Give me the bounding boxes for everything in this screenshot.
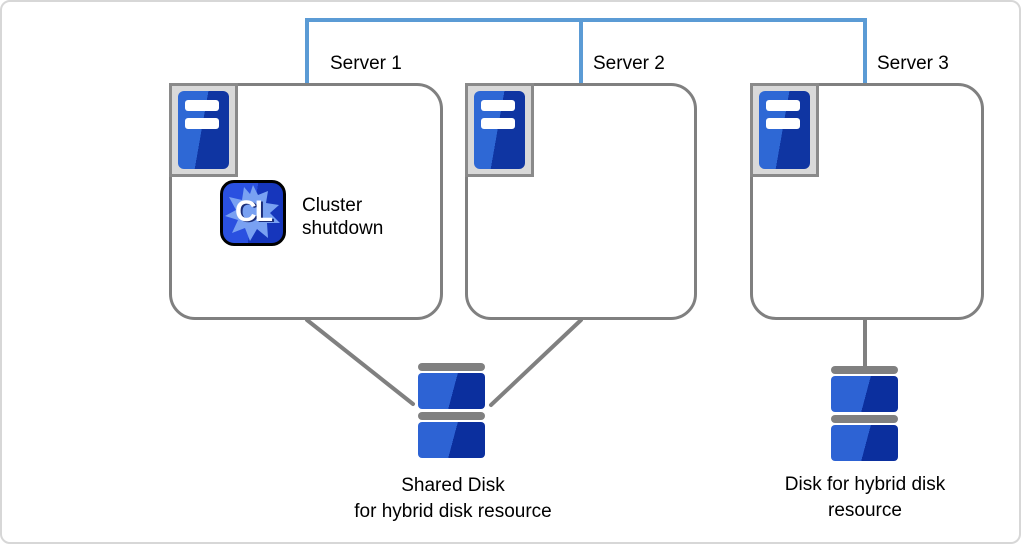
server2-label: Server 2 (593, 53, 665, 74)
interconnect-line (305, 18, 867, 83)
server-tower-icon (474, 91, 525, 169)
disk-platter (831, 376, 898, 412)
disk-cap (418, 363, 485, 371)
hybrid-disk-icon (831, 366, 898, 464)
server-tower-icon (759, 91, 810, 169)
tower-slot-icon (766, 118, 800, 129)
disk-cap (831, 366, 898, 374)
tower-slot-icon (481, 118, 515, 129)
tower-slot-icon (481, 100, 515, 111)
shared-disk-label: Shared Disk for hybrid disk resource (354, 475, 552, 522)
cluster-shutdown-icon: CL (220, 180, 286, 246)
tower-slot-icon (766, 100, 800, 111)
disk-cap (831, 415, 898, 423)
server1-computer-icon (169, 83, 238, 177)
server3-computer-icon (750, 83, 819, 177)
server2-disk-line (489, 318, 583, 407)
server3-label: Server 3 (877, 53, 949, 74)
cluster-shutdown-label: Cluster shutdown (302, 195, 384, 239)
server1-disk-line (305, 318, 415, 406)
server2-computer-icon (465, 83, 534, 177)
tower-slot-icon (185, 118, 219, 129)
hybrid-disk-label: Disk for hybrid disk resource (784, 474, 946, 521)
disk-platter (418, 422, 485, 458)
cluster-icon-splash (225, 185, 280, 241)
server1-label: Server 1 (330, 53, 402, 74)
server2-box (465, 83, 697, 320)
tower-slot-icon (185, 100, 219, 111)
server-tower-icon (178, 91, 229, 169)
disk-platter (831, 425, 898, 461)
disk-cap (418, 412, 485, 420)
shared-disk-icon (418, 363, 485, 461)
cluster-icon-text: CL (235, 195, 273, 228)
disk-platter (418, 373, 485, 409)
